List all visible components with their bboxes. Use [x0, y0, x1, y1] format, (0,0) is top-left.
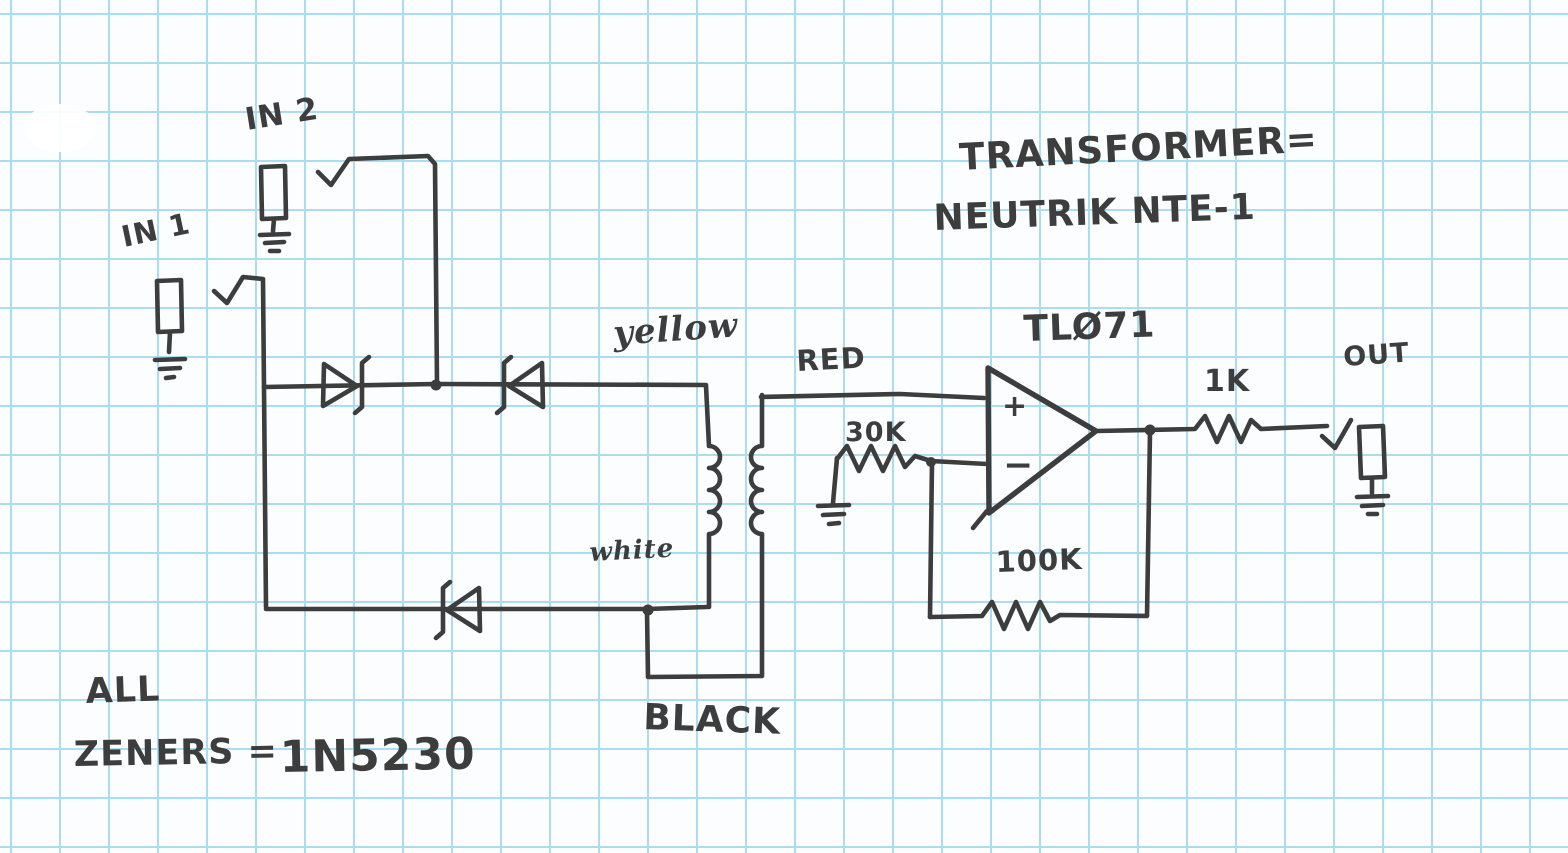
in1-tip-wire-left-rail	[211, 274, 269, 610]
black-wire-label: BLACK	[643, 697, 782, 743]
zener-diode-3	[433, 579, 483, 641]
transformer-primary-winding	[703, 383, 723, 610]
whiteout-smudge	[24, 104, 96, 152]
inverting-input-wire	[927, 458, 990, 620]
r30k-label: 30K	[845, 417, 907, 448]
in2-tip-wire	[315, 153, 440, 386]
zener-note-line1: ALL	[85, 669, 161, 712]
zener-diode-2	[494, 354, 546, 416]
zener-note-line2: ZENERS =	[73, 731, 278, 775]
ground-symbol-30k	[815, 455, 852, 527]
r100k-label: 100K	[995, 542, 1084, 579]
yellow-wire-label: yellow	[611, 305, 740, 354]
in1-jack-symbol	[152, 277, 188, 381]
opamp-plus-sign: +	[1002, 389, 1028, 424]
out-jack-symbol	[1354, 423, 1391, 517]
red-wire-label: RED	[796, 340, 867, 378]
bottom-bus-wire	[263, 604, 710, 612]
out-tip-check	[1319, 417, 1354, 451]
feedback-wire-resistor-100k	[927, 429, 1153, 632]
transformer-note-line2: NEUTRIK NTE-1	[933, 187, 1257, 239]
transformer-note-line1: TRANSFORMER=	[958, 117, 1319, 179]
white-wire-label: white	[589, 534, 675, 568]
junction-dot-output	[1144, 424, 1156, 436]
transformer-secondary-winding-black-lead	[644, 392, 765, 680]
red-wire	[758, 391, 987, 401]
top-bus-wire	[261, 381, 709, 390]
opamp-triangle	[985, 365, 1099, 516]
r1k-label: 1K	[1204, 364, 1251, 399]
zener-part-number: 1N5230	[279, 729, 476, 783]
in2-jack-symbol	[257, 163, 292, 254]
opamp-corner-stroke	[970, 508, 990, 531]
junction-dot-inverting	[926, 457, 936, 467]
opamp-part-label: TLØ71	[1023, 304, 1156, 350]
in2-label: IN 2	[243, 91, 322, 138]
output-wire-resistor-1k	[1093, 413, 1330, 445]
out-label: OUT	[1342, 337, 1410, 373]
junction-dot-top	[430, 379, 442, 391]
opamp-minus-sign: −	[1003, 445, 1034, 486]
resistor-30k	[834, 443, 934, 474]
zener-diode-1	[320, 354, 372, 416]
in1-label: IN 1	[118, 206, 193, 254]
